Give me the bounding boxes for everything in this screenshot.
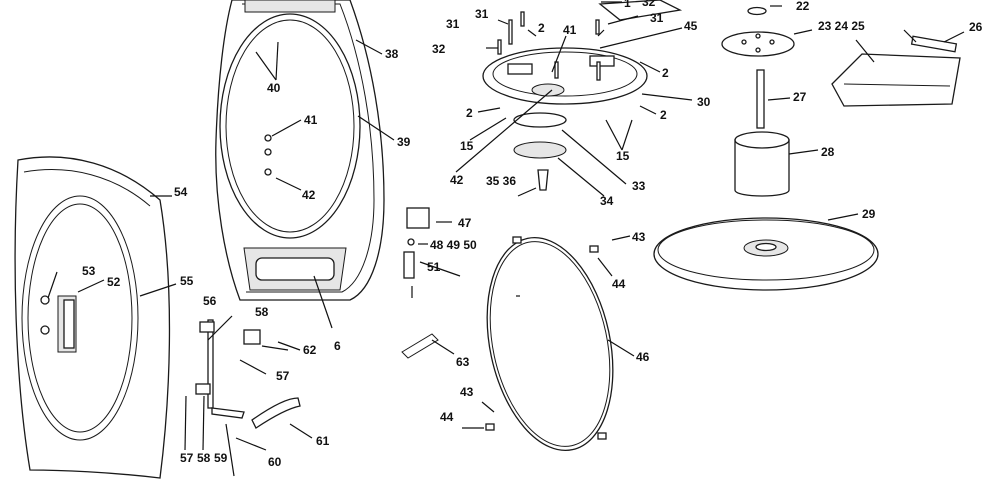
curved-trim-strip (251, 397, 301, 429)
callout-23-24-25: 23 24 25 (818, 19, 865, 33)
callout-44: 44 (440, 410, 454, 424)
callout-59: 59 (214, 451, 228, 465)
callout-28: 28 (821, 145, 835, 159)
hinge-rod-assembly (195, 319, 261, 419)
callout-2: 2 (662, 66, 669, 80)
base-tray-plate (653, 217, 879, 291)
callout-31: 31 (446, 17, 460, 31)
callout-27: 27 (793, 90, 807, 104)
callout-15: 15 (460, 139, 474, 153)
callout-42: 42 (450, 173, 464, 187)
callout-2: 2 (660, 108, 667, 122)
callout-52: 52 (107, 275, 121, 289)
callout-22: 22 (796, 0, 810, 13)
callout-30: 30 (697, 95, 711, 109)
callout-57: 57 (276, 369, 290, 383)
callout-33: 33 (632, 179, 646, 193)
bolts-top (497, 11, 601, 81)
front-door-panel (14, 156, 171, 479)
callout-58: 58 (197, 451, 211, 465)
callout-58: 58 (255, 305, 269, 319)
callout-55: 55 (180, 274, 194, 288)
drip-tray (831, 35, 961, 107)
door-latch-parts (403, 207, 430, 279)
callout-29: 29 (862, 207, 876, 221)
callout-51: 51 (427, 260, 441, 274)
callout-40: 40 (267, 81, 281, 95)
callout-43: 43 (460, 385, 474, 399)
callout-48-49-50: 48 49 50 (430, 238, 477, 252)
callout-60: 60 (268, 455, 282, 469)
callout-32: 32 (432, 42, 446, 56)
callout-39: 39 (397, 135, 411, 149)
body-housing (215, 0, 385, 301)
callout-34: 34 (600, 194, 614, 208)
callout-42: 42 (302, 188, 316, 202)
callout-35-36: 35 36 (486, 174, 516, 188)
callout-57: 57 (180, 451, 194, 465)
burner-base-plate (482, 47, 648, 105)
callout-62: 62 (303, 343, 317, 357)
callout-47: 47 (458, 216, 472, 230)
callout-2: 2 (538, 21, 545, 35)
callout-31: 31 (475, 7, 489, 21)
callout-45: 45 (684, 19, 698, 33)
cylinder-sleeve (734, 131, 790, 197)
callout-53: 53 (82, 264, 96, 278)
callout-26: 26 (969, 20, 983, 34)
top-small-cover (598, 0, 683, 21)
top-disc-assembly (721, 6, 795, 57)
callout-44: 44 (612, 277, 626, 291)
callout-15: 15 (616, 149, 630, 163)
callout-46: 46 (636, 350, 650, 364)
callout-31: 31 (650, 11, 664, 25)
leader-lines (47, 1, 965, 477)
callout-63: 63 (456, 355, 470, 369)
door-hinge-bracket (40, 295, 77, 353)
wire-handle (401, 333, 439, 359)
callout-41: 41 (563, 23, 577, 37)
glass-window-panel (485, 236, 614, 452)
heat-deflector-disks (513, 112, 567, 191)
callout-6: 6 (334, 339, 341, 353)
callout-32: 32 (642, 0, 656, 9)
callout-38: 38 (385, 47, 399, 61)
center-post (756, 69, 765, 129)
callout-43: 43 (632, 230, 646, 244)
callout-61: 61 (316, 434, 330, 448)
callout-56: 56 (203, 294, 217, 308)
callout-labels: 1 2 2 2 2 6 15 15 22 23 24 25 26 27 28 2… (82, 0, 983, 469)
callout-54: 54 (174, 185, 188, 199)
callout-1: 1 (624, 0, 631, 10)
callout-2: 2 (466, 106, 473, 120)
callout-41: 41 (304, 113, 318, 127)
